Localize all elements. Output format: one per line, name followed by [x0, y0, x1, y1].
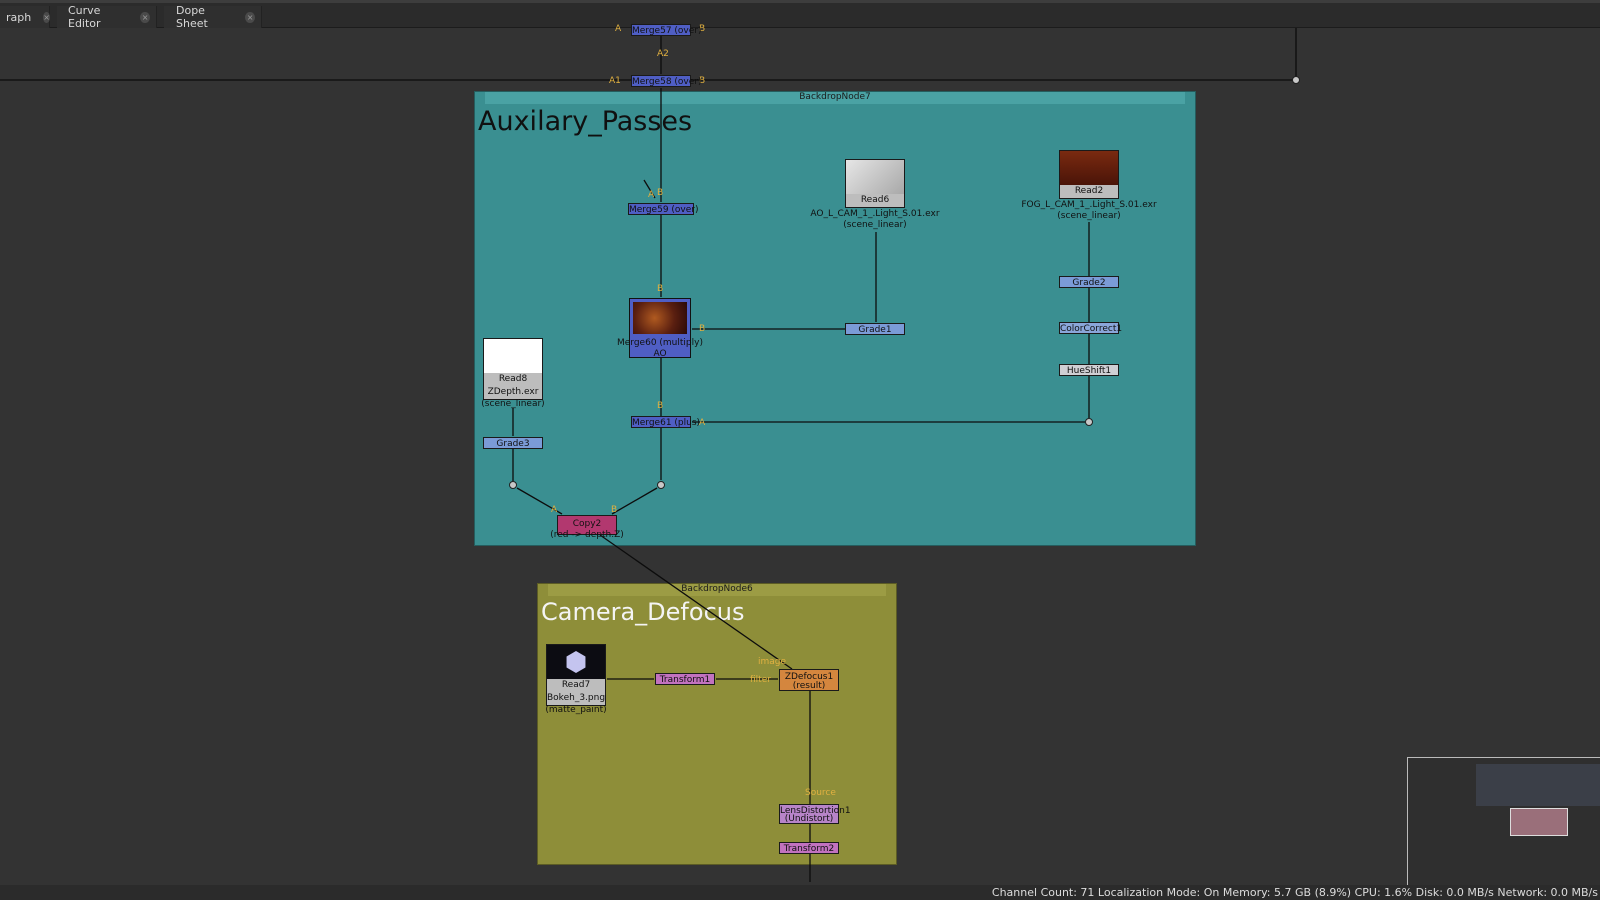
dot-node[interactable] [1292, 76, 1300, 84]
input-label-filter: filter [750, 675, 771, 685]
input-label-b: B [611, 505, 618, 515]
read6-name: Read6 [860, 195, 890, 205]
node-grade1[interactable]: Grade1 [845, 323, 905, 335]
node-merge59[interactable]: Merge59 (over) [628, 203, 699, 215]
read6-file: AO_L_CAM_1_.Light_S.01.exr [810, 209, 940, 219]
node-zdefocus1[interactable]: ZDefocus1 [779, 669, 839, 691]
copy2-sublabel: (red -> depth.Z) [550, 530, 624, 540]
node-grade3[interactable]: Grade3 [483, 437, 543, 449]
tab-bar: raph × Curve Editor × Dope Sheet × [0, 0, 1600, 30]
input-label-b: B [699, 24, 706, 34]
input-label-b: B [699, 324, 706, 334]
node-grade2[interactable]: Grade2 [1059, 276, 1119, 288]
input-label-source: Source [805, 788, 836, 798]
dot-node[interactable] [657, 481, 665, 489]
read7-thumbnail [547, 645, 605, 679]
read8-thumbnail [484, 339, 542, 373]
node-merge58[interactable]: Merge58 (over) [631, 75, 702, 87]
close-icon[interactable]: × [43, 11, 50, 23]
node-read2[interactable]: Read2 [1059, 150, 1119, 199]
node-read6[interactable]: Read6 [845, 159, 905, 208]
tab-label: Dope Sheet [176, 4, 208, 30]
node-colorcorrect1[interactable]: ColorCorrect1 [1059, 322, 1123, 334]
backdrop-header: BackdropNode6 [548, 584, 886, 596]
tab-dope-sheet[interactable]: Dope Sheet × [164, 4, 262, 30]
read7-file: Bokeh_3.png [547, 693, 606, 703]
dot-node[interactable] [509, 481, 517, 489]
read7-colorspace: (matte_paint) [545, 705, 607, 715]
lensdistortion1-sublabel: (Undistort) [784, 814, 834, 824]
input-label-a: A [699, 418, 706, 428]
zdefocus1-sublabel: (result) [792, 681, 826, 691]
node-merge61[interactable]: Merge61 (plus) [631, 416, 701, 428]
input-label-b: B [657, 401, 664, 411]
input-label-a: A [551, 505, 558, 515]
merge60-sublabel: AO [653, 349, 667, 359]
node-transform2[interactable]: Transform2 [779, 842, 839, 854]
read8-colorspace: (scene_linear) [481, 399, 545, 409]
node-transform1[interactable]: Transform1 [655, 673, 715, 685]
input-label-b: B [657, 188, 664, 198]
read8-name: Read8 [498, 374, 528, 384]
close-icon[interactable]: × [245, 11, 255, 23]
node-hueshift1[interactable]: HueShift1 [1059, 364, 1119, 376]
dot-node[interactable] [1085, 418, 1093, 426]
input-label-a: A [648, 190, 655, 200]
node-merge57[interactable]: Merge57 (over) [631, 24, 702, 36]
tab-node-graph[interactable]: raph × [0, 6, 50, 28]
node-read8[interactable]: Read8 ZDepth.exr [483, 338, 543, 400]
input-label-a2: A2 [657, 49, 669, 59]
tab-bar-top-line [0, 0, 1600, 3]
input-label-a: A [615, 24, 622, 34]
read6-thumbnail [846, 160, 904, 194]
read7-name: Read7 [561, 680, 591, 690]
node-graph-minimap[interactable] [1407, 757, 1600, 885]
read6-colorspace: (scene_linear) [843, 220, 907, 230]
input-label-b: B [657, 284, 664, 294]
read2-thumbnail [1060, 151, 1118, 185]
close-icon[interactable]: × [140, 11, 150, 23]
read8-file: ZDepth.exr [487, 387, 539, 397]
status-bar: Channel Count: 71 Localization Mode: On … [0, 885, 1600, 900]
merge60-thumbnail [633, 302, 687, 334]
read2-file: FOG_L_CAM_1_.Light_S.01.exr [1021, 200, 1157, 210]
minimap-viewport[interactable] [1510, 808, 1568, 836]
tab-label: Curve Editor [68, 4, 101, 30]
tab-curve-editor[interactable]: Curve Editor × [57, 4, 157, 30]
input-label-a1: A1 [609, 76, 621, 86]
backdrop-title: Camera_Defocus [541, 598, 745, 626]
read2-colorspace: (scene_linear) [1057, 211, 1121, 221]
node-lensdistortion1[interactable]: LensDistortion1 [779, 804, 851, 824]
node-read7[interactable]: Read7 Bokeh_3.png [546, 644, 606, 706]
node-merge60[interactable] [629, 298, 691, 358]
input-label-b: B [699, 76, 706, 86]
bokeh-hexagon-icon [566, 651, 586, 673]
tab-label: raph [6, 10, 32, 24]
backdrop-title: Auxilary_Passes [478, 106, 693, 137]
backdrop-header: BackdropNode7 [485, 92, 1185, 104]
merge60-label: Merge60 (multiply) [617, 338, 703, 348]
read2-name: Read2 [1074, 186, 1104, 196]
node-copy2[interactable]: Copy2 [557, 515, 617, 535]
input-label-image: image [758, 657, 787, 667]
minimap-overview [1476, 764, 1600, 806]
